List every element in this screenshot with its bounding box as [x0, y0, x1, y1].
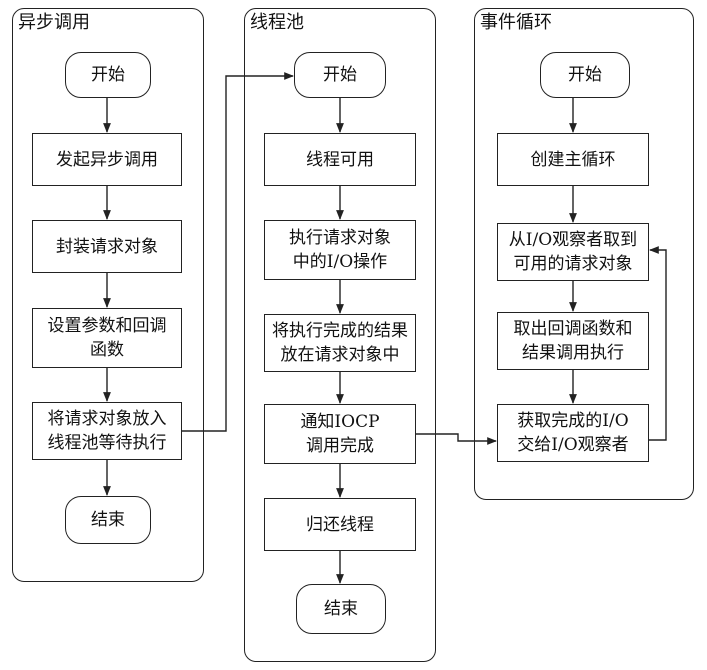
threadpool-start-node: 开始 [294, 52, 386, 98]
threadpool-execute-node: 执行请求对象 中的I/O操作 [264, 220, 416, 280]
thread-pool-lane-title: 线程池 [250, 12, 304, 33]
eventloop-start-node: 开始 [540, 52, 630, 98]
async-end-node: 结束 [65, 496, 151, 544]
threadpool-end-node: 结束 [296, 584, 386, 634]
async-wrap-request-node: 封装请求对象 [32, 220, 182, 273]
async-initiate-node: 发起异步调用 [32, 133, 182, 186]
async-start-node: 开始 [65, 52, 151, 98]
threadpool-return-thread-node: 归还线程 [264, 498, 416, 551]
eventloop-take-callback-node: 取出回调函数和 结果调用执行 [497, 312, 649, 370]
threadpool-notify-iocp-node: 通知IOCP 调用完成 [264, 404, 416, 464]
eventloop-create-loop-node: 创建主循环 [497, 133, 649, 186]
async-set-params-node: 设置参数和回调 函数 [32, 308, 182, 368]
async-call-lane-title: 异步调用 [18, 12, 90, 33]
threadpool-store-result-node: 将执行完成的结果 放在请求对象中 [264, 314, 416, 372]
event-loop-lane-title: 事件循环 [480, 12, 552, 33]
async-enqueue-node: 将请求对象放入 线程池等待执行 [32, 402, 182, 460]
eventloop-fetch-request-node: 从I/O观察者取到 可用的请求对象 [497, 223, 649, 281]
eventloop-get-result-node: 获取完成的I/O 交给I/O观察者 [497, 404, 649, 462]
threadpool-available-node: 线程可用 [264, 133, 416, 186]
